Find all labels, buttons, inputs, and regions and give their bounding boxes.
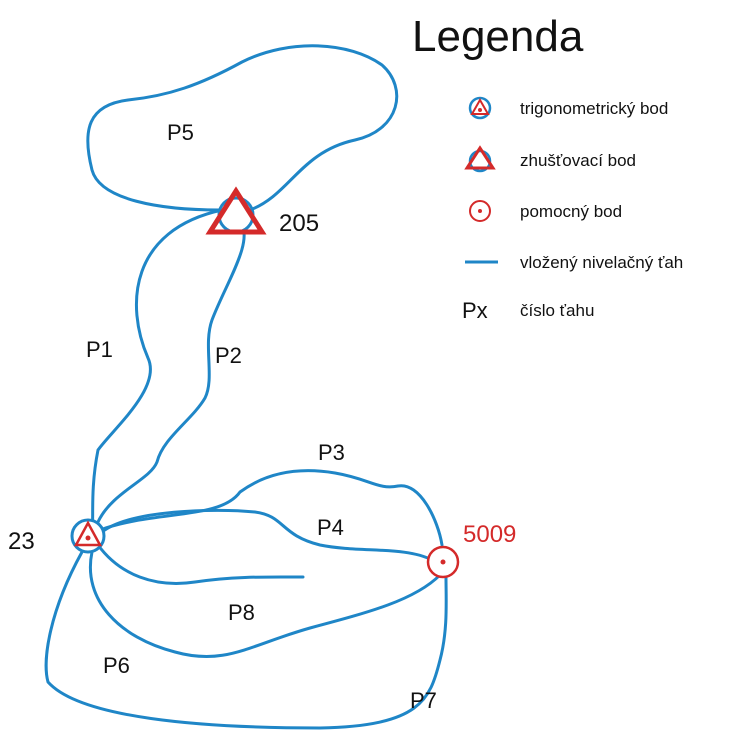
route-label-p2: P2 <box>215 343 242 368</box>
point-label-23: 23 <box>8 528 35 555</box>
route-p3 <box>98 469 444 547</box>
legend-label-auxiliary-point: pomocný bod <box>520 202 622 221</box>
legend-title: Legenda <box>412 12 584 61</box>
densification-point-icon <box>464 145 496 173</box>
point-label-5009: 5009 <box>463 521 516 548</box>
route-p4 <box>100 508 434 562</box>
point-label-205: 205 <box>279 210 319 237</box>
point-205-marker <box>205 186 267 235</box>
route-number-symbol: Px <box>462 298 488 323</box>
point-23-marker <box>70 518 106 554</box>
route-label-p1: P1 <box>86 337 113 362</box>
route-label-p8: P8 <box>228 600 255 625</box>
legend-label-densification-point: zhušťovací bod <box>520 151 636 170</box>
route-labels: P5 P1 P2 P3 P4 P8 P6 P7 <box>86 120 437 713</box>
legend: Legenda trigonometrický bod zhušťovací b… <box>412 12 683 323</box>
route-p7 <box>44 550 448 730</box>
route-label-p6: P6 <box>103 653 130 678</box>
trig-point-icon <box>468 96 492 120</box>
route-label-p5: P5 <box>167 120 194 145</box>
route-label-p3: P3 <box>318 440 345 465</box>
auxiliary-point-icon <box>469 200 491 222</box>
route-p5 <box>86 44 399 212</box>
legend-label-route-number: číslo ťahu <box>520 301 594 320</box>
route-p8 <box>96 543 305 585</box>
route-p1 <box>90 208 224 530</box>
route-p6 <box>89 550 442 659</box>
route-label-p4: P4 <box>317 515 344 540</box>
legend-label-route-line: vložený nivelačný ťah <box>520 253 683 272</box>
point-5009-marker <box>426 545 460 579</box>
routes <box>44 44 448 730</box>
route-label-p7: P7 <box>410 688 437 713</box>
legend-label-trig-point: trigonometrický bod <box>520 99 668 118</box>
route-p2 <box>96 220 246 524</box>
